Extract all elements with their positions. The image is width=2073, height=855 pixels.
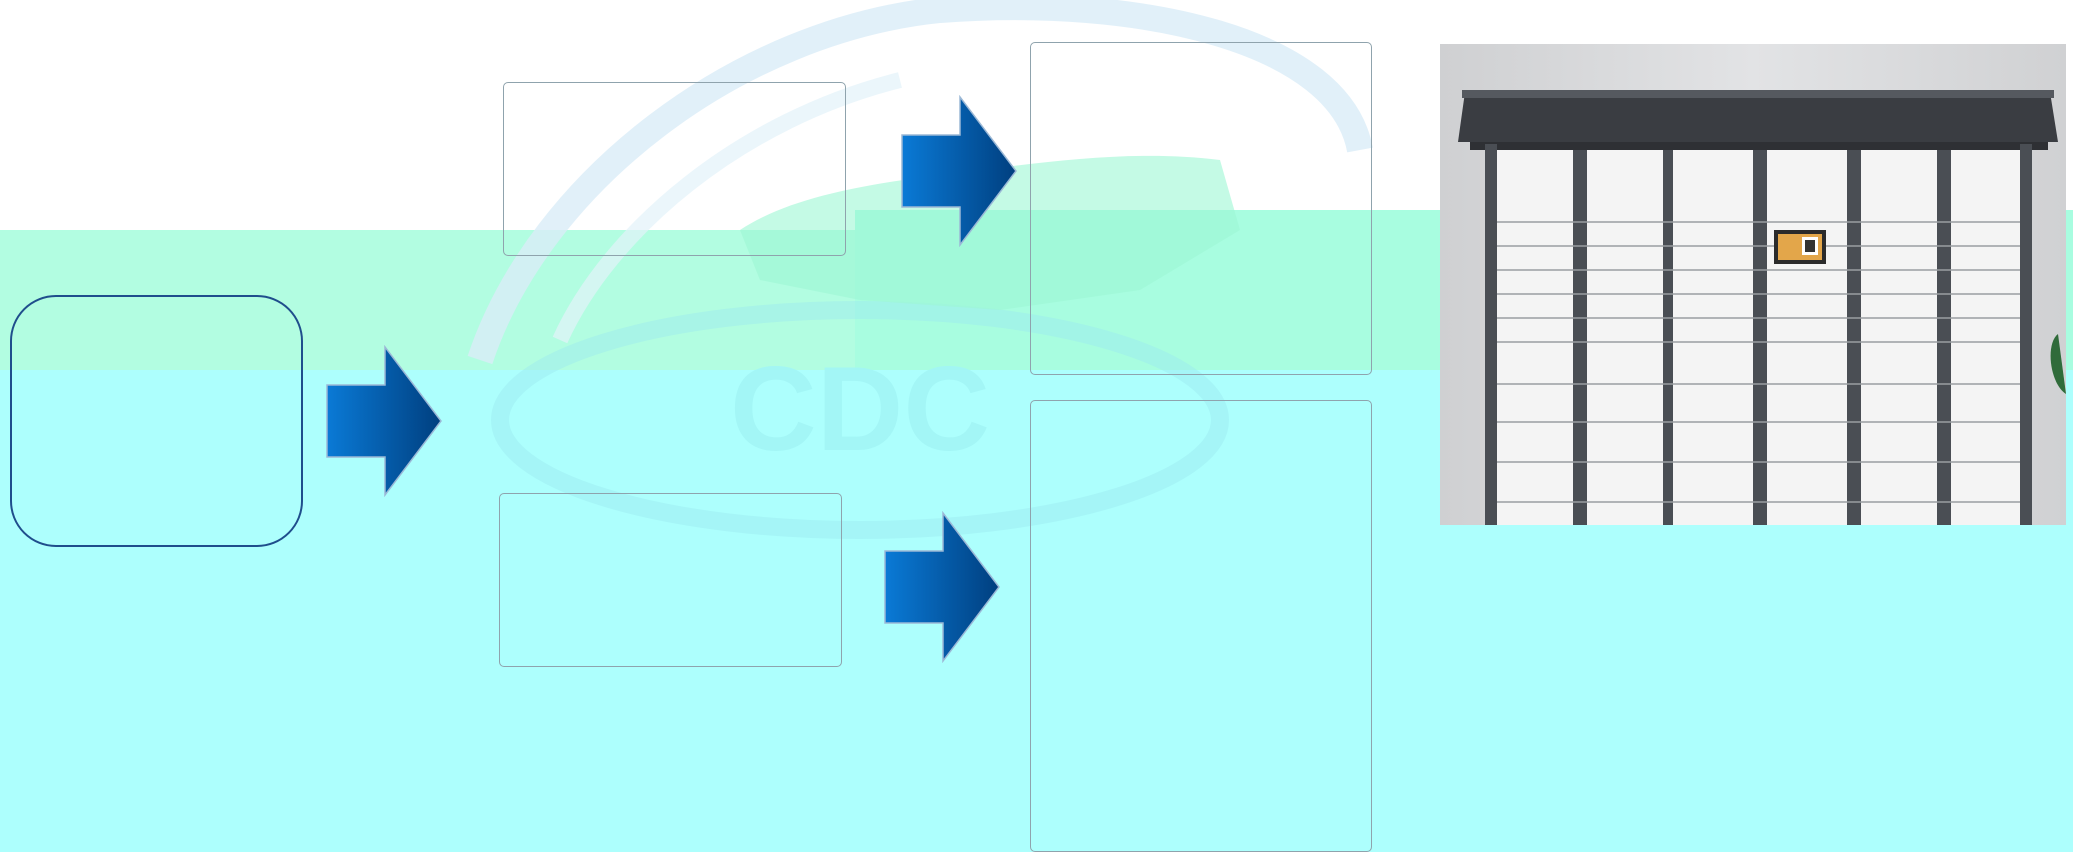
parcel-locker-photo xyxy=(1440,44,2066,525)
watermark-text: CDC xyxy=(730,342,990,476)
lower-right-box xyxy=(1030,400,1372,852)
upper-right-box xyxy=(1030,42,1372,375)
locker-columns xyxy=(1497,150,2020,525)
arrow-right-icon xyxy=(883,511,1003,663)
parcel-locker-illustration xyxy=(1440,44,2066,525)
arrow-right-icon xyxy=(900,95,1020,247)
arrow-right-icon xyxy=(325,345,445,497)
locker-screen xyxy=(1774,230,1826,264)
source-box xyxy=(10,295,303,547)
lower-middle-box xyxy=(499,493,842,667)
upper-middle-box xyxy=(503,82,846,256)
